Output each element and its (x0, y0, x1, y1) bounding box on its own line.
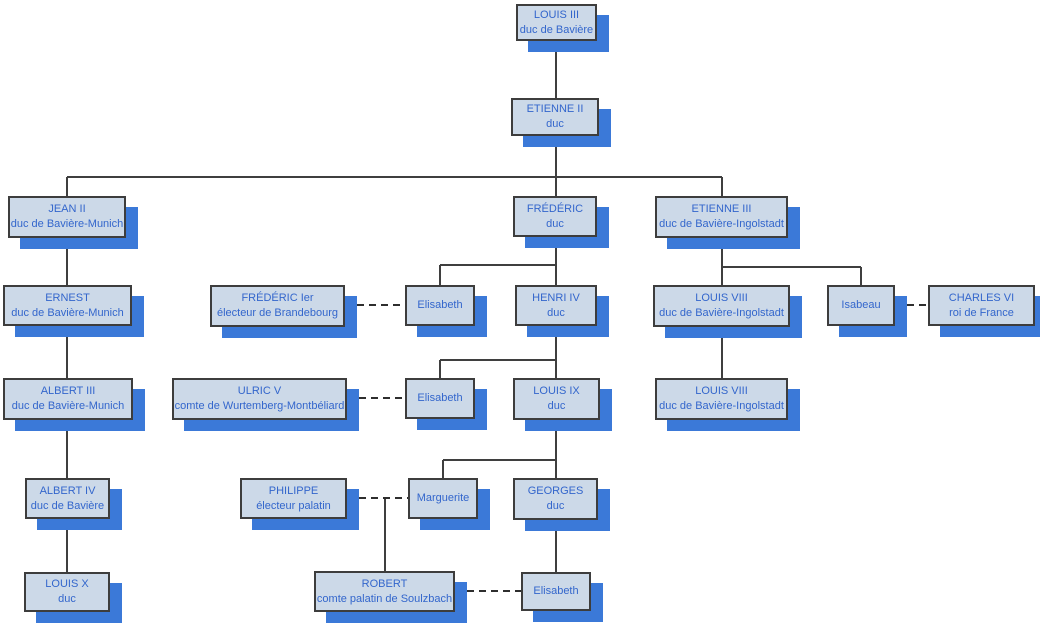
node-louis-x: LOUIS X duc (24, 572, 122, 623)
person-name: GEORGES (527, 485, 584, 498)
person-name: LOUIS VIII (695, 292, 748, 305)
node-box: ERNEST duc de Bavière-Munich (3, 285, 132, 326)
person-name: ROBERT (361, 577, 408, 590)
person-title: comte de Wurtemberg-Montbéliard (174, 400, 345, 412)
node-box: ROBERT comte palatin de Soulzbach (314, 571, 455, 612)
person-name: JEAN II (48, 203, 86, 216)
node-marguerite: Marguerite (408, 478, 490, 530)
person-name: ALBERT III (40, 385, 96, 398)
person-name: Marguerite (416, 492, 470, 505)
node-isabeau: Isabeau (827, 285, 907, 337)
person-name: HENRI IV (532, 291, 580, 304)
node-box: GEORGES duc (513, 478, 598, 520)
person-name: Isabeau (841, 299, 881, 312)
node-box: ALBERT III duc de Bavière-Munich (3, 378, 133, 420)
person-title: duc de Bavière-Munich (11, 306, 124, 319)
node-box: LOUIS III duc de Bavière (516, 4, 597, 41)
person-title: duc (546, 217, 564, 230)
node-ernest: ERNEST duc de Bavière-Munich (3, 285, 144, 337)
node-box: Elisabeth (521, 572, 591, 611)
node-louis-ix: LOUIS IX duc (513, 378, 612, 431)
node-box: LOUIS VIII duc de Bavière-Ingolstadt (655, 378, 788, 420)
person-title: duc de Bavière-Ingolstadt (659, 307, 784, 319)
node-jean-ii: JEAN II duc de Bavière-Munich (8, 196, 138, 249)
person-name: ALBERT IV (39, 484, 96, 497)
node-box: PHILIPPE électeur palatin (240, 478, 347, 519)
node-albert-iv: ALBERT IV duc de Bavière (25, 478, 122, 530)
node-box: LOUIS IX duc (513, 378, 600, 420)
node-elisabeth-1: Elisabeth (405, 285, 487, 337)
node-etienne-ii: ETIENNE II duc (511, 98, 611, 147)
person-title: comte palatin de Soulzbach (316, 592, 453, 605)
person-name: ULRIC V (237, 385, 282, 398)
node-louis-viii-a: LOUIS VIII duc de Bavière-Ingolstadt (653, 285, 802, 338)
node-louis-iii: LOUIS III duc de Bavière (516, 4, 609, 52)
person-title: duc (546, 500, 565, 512)
node-box: LOUIS VIII duc de Bavière-Ingolstadt (653, 285, 790, 327)
node-box: ETIENNE III duc de Bavière-Ingolstadt (655, 196, 788, 238)
node-box: HENRI IV duc (515, 285, 597, 326)
node-box: FRÉDÉRIC duc (513, 196, 597, 237)
person-name: LOUIS X (45, 578, 89, 591)
node-henri-iv: HENRI IV duc (515, 285, 609, 337)
person-title: duc (58, 593, 76, 605)
node-ulric-v: ULRIC V comte de Wurtemberg-Montbéliard (172, 378, 359, 431)
person-title: duc (547, 400, 566, 412)
person-title: roi de France (949, 306, 1014, 319)
node-elisabeth-2: Elisabeth (405, 378, 487, 430)
node-box: JEAN II duc de Bavière-Munich (8, 196, 126, 238)
person-title: duc (547, 306, 565, 319)
person-title: électeur palatin (256, 499, 331, 512)
person-title: duc de Bavière (30, 499, 105, 512)
node-frederic-ier: FRÉDÉRIC Ier électeur de Brandebourg (210, 285, 357, 338)
node-louis-viii-b: LOUIS VIII duc de Bavière-Ingolstadt (655, 378, 800, 431)
node-box: Marguerite (408, 478, 478, 519)
node-box: ALBERT IV duc de Bavière (25, 478, 110, 519)
node-frederic: FRÉDÉRIC duc (513, 196, 609, 248)
node-box: ETIENNE II duc (511, 98, 599, 136)
person-name: Elisabeth (417, 392, 463, 405)
node-albert-iii: ALBERT III duc de Bavière-Munich (3, 378, 145, 431)
person-title: duc de Bavière-Ingolstadt (659, 400, 784, 412)
person-name: PHILIPPE (268, 484, 319, 497)
node-box: ULRIC V comte de Wurtemberg-Montbéliard (172, 378, 347, 420)
person-name: Elisabeth (417, 299, 463, 312)
person-name: LOUIS III (533, 8, 580, 21)
person-title: duc de Bavière-Ingolstadt (659, 218, 784, 230)
node-box: Isabeau (827, 285, 895, 326)
node-box: FRÉDÉRIC Ier électeur de Brandebourg (210, 285, 345, 327)
person-name: LOUIS VIII (695, 385, 748, 398)
node-charles-vi: CHARLES VI roi de France (928, 285, 1040, 337)
node-box: Elisabeth (405, 285, 475, 326)
person-name: FRÉDÉRIC (526, 202, 584, 215)
person-name: Elisabeth (533, 585, 579, 598)
person-title: électeur de Brandebourg (216, 307, 339, 319)
person-name: ERNEST (45, 291, 90, 304)
node-philippe: PHILIPPE électeur palatin (240, 478, 359, 530)
node-box: CHARLES VI roi de France (928, 285, 1035, 326)
node-elisabeth-3: Elisabeth (521, 572, 603, 622)
person-name: CHARLES VI (948, 291, 1015, 304)
person-title: duc de Bavière (519, 23, 594, 36)
person-title: duc de Bavière-Munich (11, 400, 125, 412)
node-box: Elisabeth (405, 378, 475, 419)
person-title: duc de Bavière-Munich (10, 218, 124, 230)
node-georges: GEORGES duc (513, 478, 610, 531)
person-name: LOUIS IX (533, 385, 580, 398)
person-title: duc (546, 118, 564, 130)
edge-etienne2-children (66, 136, 723, 196)
person-name: FRÉDÉRIC Ier (241, 292, 314, 305)
node-robert: ROBERT comte palatin de Soulzbach (314, 571, 467, 623)
node-box: LOUIS X duc (24, 572, 110, 612)
node-etienne-iii: ETIENNE III duc de Bavière-Ingolstadt (655, 196, 800, 249)
person-name: ETIENNE II (526, 103, 584, 116)
person-name: ETIENNE III (691, 203, 752, 216)
